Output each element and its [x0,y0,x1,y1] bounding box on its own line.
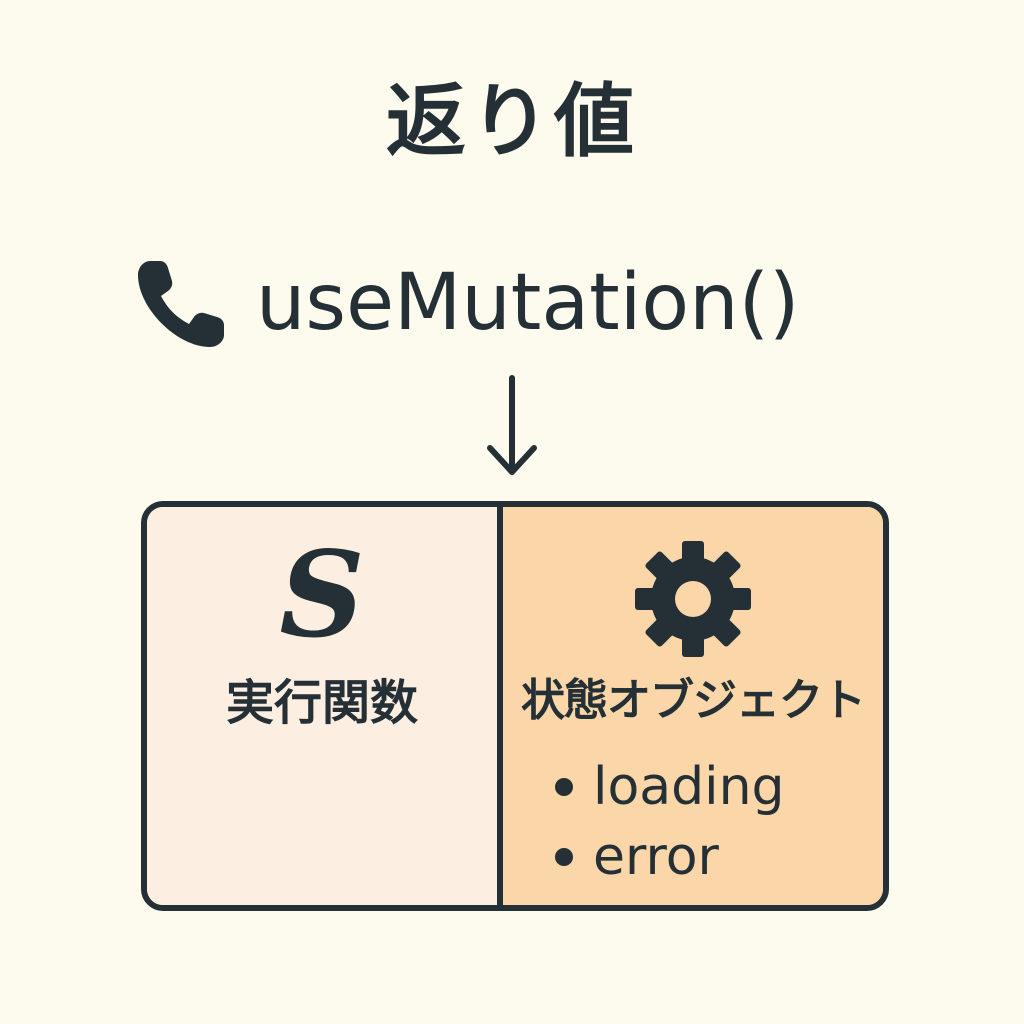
state-object-panel: 状態オブジェクト loading error [503,507,883,905]
s-letter-icon: S [279,525,365,664]
diagram-title: 返り値 [386,75,638,168]
bullet-icon [555,778,573,796]
hook-call: useMutation() [132,248,892,358]
phone-icon [138,261,224,347]
bullet-icon [555,848,573,866]
hook-name: useMutation() [256,258,800,348]
execute-function-label: 実行関数 [225,675,418,731]
execute-function-panel: S 実行関数 [147,507,503,905]
state-item-loading: loading [555,752,785,822]
state-item-label: error [593,827,719,887]
return-value-box: S 実行関数 状態オブジェクト loading [141,501,889,911]
state-object-label: 状態オブジェクト [521,675,866,726]
state-list: loading error [555,752,785,892]
gear-icon [635,541,751,657]
state-item-label: loading [593,757,785,817]
state-item-error: error [555,822,785,892]
arrow-down-icon [487,375,537,475]
